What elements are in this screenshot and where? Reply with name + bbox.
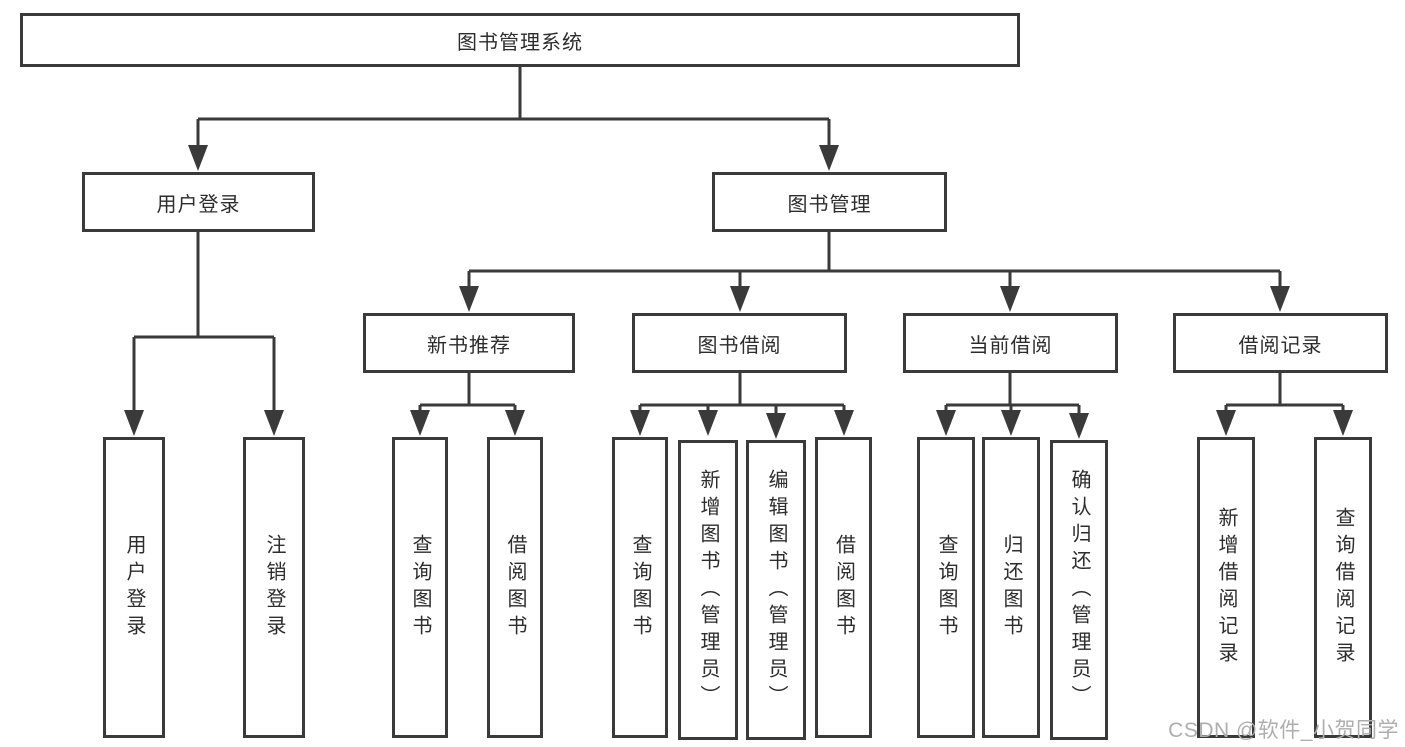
leaf-borrow-borrow-books: 借阅图书 xyxy=(815,437,872,738)
leaf-add-books-admin: 新增图书（管理员） xyxy=(678,440,738,740)
leaf-user-login: 用户登录 xyxy=(103,437,165,738)
node-book-borrow: 图书借阅 xyxy=(632,313,847,373)
leaf-confirm-return-admin: 确认归还（管理员） xyxy=(1050,440,1108,740)
leaf-query-borrow-record: 查询借阅记录 xyxy=(1314,437,1372,738)
node-root-system: 图书管理系统 xyxy=(20,13,1020,67)
node-book-management: 图书管理 xyxy=(712,172,947,232)
node-borrow-records: 借阅记录 xyxy=(1173,313,1388,373)
leaf-logout: 注销登录 xyxy=(243,437,305,738)
node-new-book-recommend: 新书推荐 xyxy=(363,313,575,373)
leaf-current-query-books: 查询图书 xyxy=(917,437,975,738)
leaf-borrow-query-books: 查询图书 xyxy=(612,437,668,738)
leaf-edit-books-admin: 编辑图书（管理员） xyxy=(746,440,806,740)
leaf-add-borrow-record: 新增借阅记录 xyxy=(1197,437,1255,738)
leaf-recommend-borrow-books: 借阅图书 xyxy=(487,437,543,738)
node-user-login: 用户登录 xyxy=(82,172,315,232)
node-current-borrow: 当前借阅 xyxy=(903,313,1118,373)
leaf-recommend-query-books: 查询图书 xyxy=(392,437,448,738)
leaf-return-books: 归还图书 xyxy=(982,437,1040,738)
